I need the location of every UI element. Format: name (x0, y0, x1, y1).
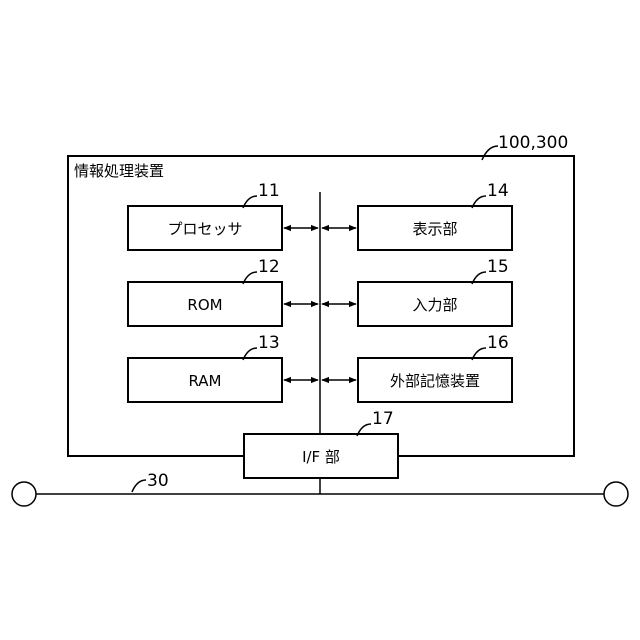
network-terminal-left (12, 482, 36, 506)
processor-label: プロセッサ (167, 220, 242, 238)
display-ref: 14 (487, 181, 509, 201)
rom-label: ROM (187, 296, 222, 314)
network-ref: 30 (147, 471, 169, 491)
network-ref-leader (132, 480, 146, 492)
network-terminal-right (604, 482, 628, 506)
storage-ref: 16 (487, 333, 509, 353)
storage-label: 外部記憶装置 (390, 372, 480, 390)
input-ref: 15 (487, 257, 509, 277)
device-ref: 100,300 (498, 133, 568, 153)
device-title: 情報処理装置 (74, 162, 164, 180)
input-label: 入力部 (412, 296, 457, 314)
rom-ref: 12 (258, 257, 280, 277)
interface-label: I/F 部 (302, 448, 340, 466)
interface-ref: 17 (372, 409, 394, 429)
processor-ref: 11 (258, 181, 280, 201)
ram-label: RAM (188, 372, 221, 390)
ram-ref: 13 (258, 333, 280, 353)
display-label: 表示部 (412, 220, 457, 238)
